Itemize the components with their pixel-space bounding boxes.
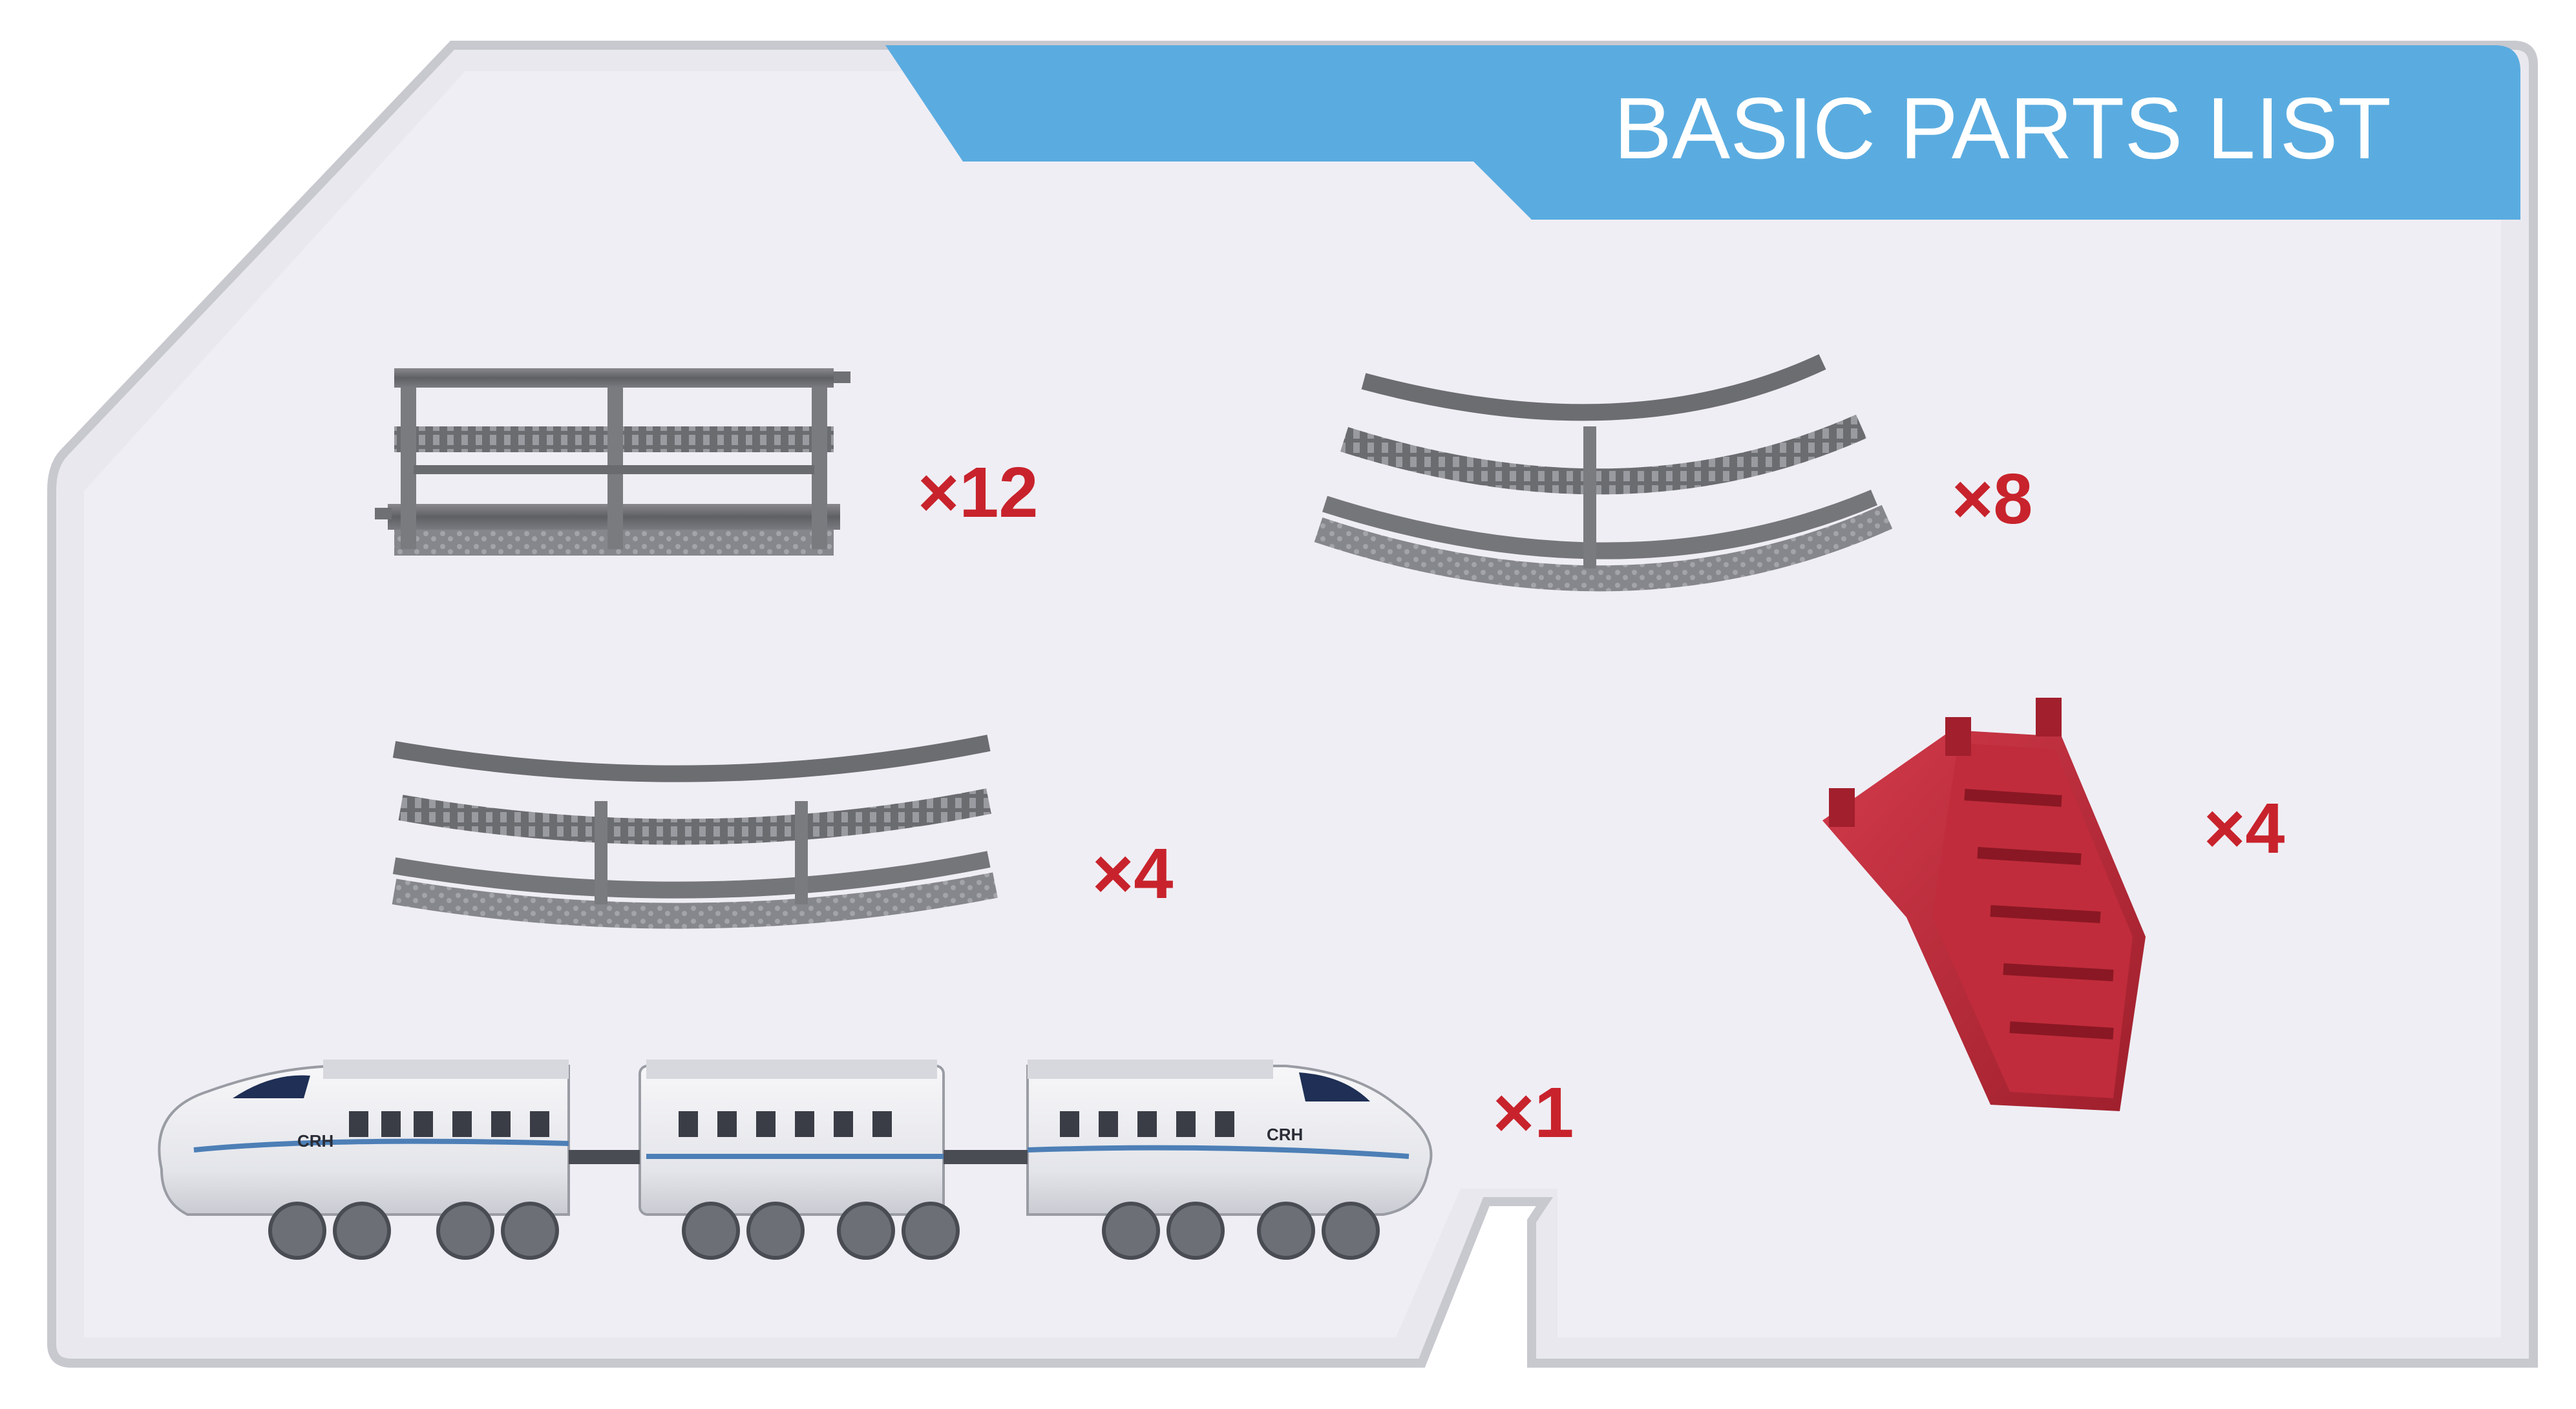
wide-curved-track-quantity: ×4 [1092, 834, 1173, 913]
straight-track-quantity: ×12 [918, 453, 1039, 532]
train-badge-rear: CRH [1267, 1125, 1303, 1144]
title-banner: BASIC PARTS LIST [885, 45, 2520, 220]
train-icon: CRH CRH [158, 1059, 1433, 1260]
train-quantity: ×1 [1493, 1073, 1574, 1153]
straight-track-icon [375, 368, 850, 556]
train-badge-front: CRH [297, 1131, 333, 1151]
wide-curved-track-icon [392, 735, 998, 929]
curved-track-icon [1314, 354, 1893, 592]
track-support-quantity: ×4 [2204, 789, 2285, 868]
curved-track-quantity: ×8 [1952, 459, 2032, 539]
track-support-icon [1822, 698, 2146, 1111]
page-title: BASIC PARTS LIST [1614, 79, 2391, 177]
